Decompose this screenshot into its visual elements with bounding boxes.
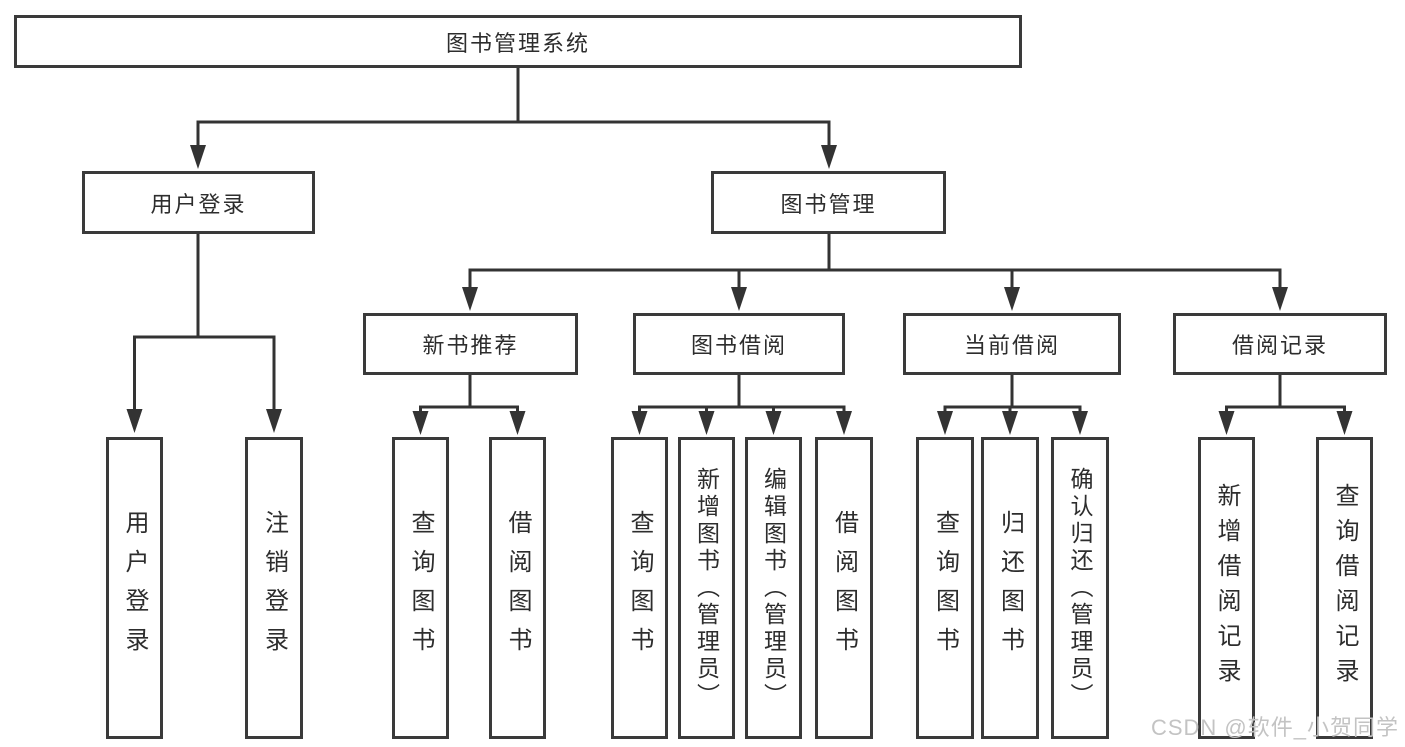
leaf-label: 确认归还（管理员） <box>1067 466 1093 710</box>
leaf-label: 注销登录 <box>260 510 288 666</box>
leaf-borrow-books-borrowing: 借阅图书 <box>815 437 873 739</box>
node-library-management-system: 图书管理系统 <box>14 15 1022 68</box>
leaf-label: 借阅图书 <box>830 510 858 666</box>
leaf-label: 编辑图书（管理员） <box>760 466 787 710</box>
leaf-query-books-recommend: 查询图书 <box>392 437 449 739</box>
leaf-query-books-current: 查询图书 <box>916 437 974 739</box>
node-borrowing-records: 借阅记录 <box>1173 313 1387 375</box>
leaf-query-borrow-record: 查询借阅记录 <box>1316 437 1373 739</box>
leaf-label: 借阅图书 <box>504 510 531 666</box>
arrowheads <box>126 145 1353 435</box>
leaf-user-login: 用户登录 <box>106 437 163 739</box>
node-user-login: 用户登录 <box>82 171 315 234</box>
leaf-label: 查询图书 <box>931 510 959 666</box>
node-label: 图书管理 <box>780 191 877 217</box>
node-book-borrowing: 图书借阅 <box>633 313 845 375</box>
leaf-label: 归还图书 <box>996 510 1024 666</box>
leaf-edit-books-admin: 编辑图书（管理员） <box>745 437 802 739</box>
leaf-label: 新增图书（管理员） <box>693 466 720 710</box>
node-label: 图书管理系统 <box>445 30 590 56</box>
leaf-label: 新增借阅记录 <box>1213 483 1240 693</box>
leaf-label: 查询图书 <box>407 510 434 666</box>
node-label: 新书推荐 <box>422 333 519 358</box>
watermark-text: CSDN @软件_小贺同学 <box>1150 715 1399 740</box>
node-current-borrowing: 当前借阅 <box>903 313 1121 375</box>
node-label: 当前借阅 <box>963 333 1060 358</box>
node-book-management: 图书管理 <box>711 171 946 234</box>
leaf-label: 查询图书 <box>626 510 653 666</box>
leaf-logout: 注销登录 <box>245 437 303 739</box>
leaf-query-books-borrowing: 查询图书 <box>611 437 668 739</box>
leaf-add-books-admin: 新增图书（管理员） <box>678 437 735 739</box>
leaf-label: 查询借阅记录 <box>1331 483 1358 693</box>
leaf-borrow-books-recommend: 借阅图书 <box>489 437 546 739</box>
node-label: 图书借阅 <box>690 333 787 358</box>
leaf-confirm-return-admin: 确认归还（管理员） <box>1051 437 1109 739</box>
node-label: 用户登录 <box>150 191 247 217</box>
node-label: 借阅记录 <box>1231 333 1328 358</box>
leaf-label: 用户登录 <box>121 510 148 666</box>
node-new-book-recommendation: 新书推荐 <box>363 313 578 375</box>
leaf-add-borrow-record: 新增借阅记录 <box>1198 437 1255 739</box>
leaf-return-books: 归还图书 <box>981 437 1039 739</box>
